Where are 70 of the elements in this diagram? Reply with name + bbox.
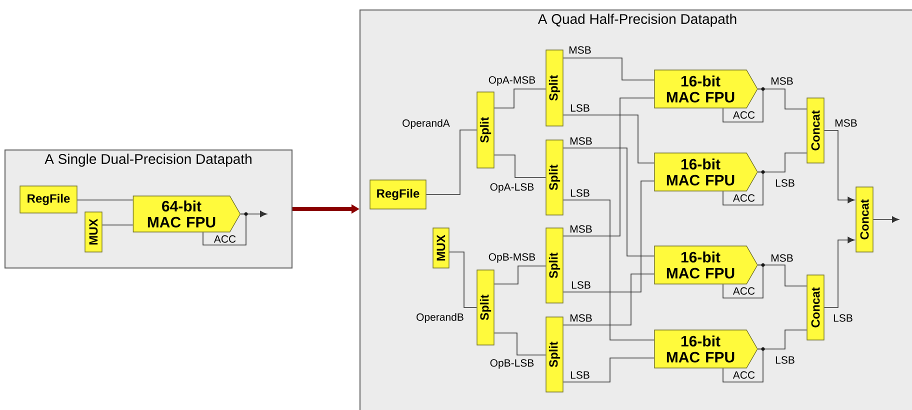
edge-label: MSB [570,225,592,233]
register-file-box: RegFile [20,186,78,214]
block-box: MUX [84,212,102,252]
connector-line [494,332,546,356]
edge-label: LSB [834,314,852,322]
connector-line [494,154,546,178]
connector-line [562,274,655,326]
fpu-block: 16-bit MAC FPU [654,152,758,192]
arrow [824,130,855,204]
edge-label: ACC [732,111,755,119]
edge-label: MSB [570,137,592,145]
connector-line [494,266,546,284]
edge-label: OpA-LSB [490,183,534,193]
edge-label: LSB [776,179,794,187]
edge-label: ACC [732,194,755,202]
arrow [824,236,855,308]
block-box: Concat [806,98,824,164]
connector-line [562,180,655,292]
edge-label: MSB [570,46,591,54]
edge-label: OpB-LSB [490,359,534,369]
edge-label: LSB [572,281,590,289]
connector-line [562,358,655,382]
connector-line [102,224,134,226]
edge-label: MSB [772,254,793,262]
edge-label: OpB-MSB [488,253,536,263]
connector-line [202,214,246,246]
connector-line [758,88,808,110]
edge-label: ACC [214,235,236,243]
edge-label: OperandB [416,313,464,323]
connector-line [562,58,655,80]
edge-label: ACC [732,287,755,295]
block-box: MUX [432,228,450,268]
block-box: Concat [856,186,874,252]
connector-line [562,114,655,164]
connector-line [562,98,655,236]
connector-line [722,264,764,298]
block-box: Split [546,316,564,392]
block-box: Split [546,228,564,304]
block-box: Split [476,270,494,346]
connector-line [758,330,808,350]
edge-label: MSB [836,119,857,127]
edge-label: LSB [570,189,590,197]
fpu-block: 16-bit MAC FPU [654,330,758,368]
edge-label: OpA-MSB [488,76,536,86]
connector-line [426,130,478,195]
fpu-block: 16-bit MAC FPU [654,70,758,108]
fpu-block: 16-bit MAC FPU [654,246,758,284]
edge-label: ACC [732,371,755,379]
connector-line [722,348,764,382]
fpu-block: 64-bit MAC FPU [132,196,241,232]
connector-line [494,88,546,108]
block-box: Concat [806,274,824,340]
connector-line [562,200,655,340]
connector-line [448,252,478,308]
connector-line [562,148,655,256]
block-box: Split [476,92,494,168]
edge-label: MSB [772,77,793,85]
edge-label: OperandA [402,119,450,129]
block-box: Split [546,50,564,126]
edge-label: MSB [570,314,592,322]
register-file-box: RegFile [370,180,426,210]
arrow [872,216,899,223]
connector-line [722,88,764,122]
edge-label: LSB [570,371,590,379]
edge-label: LSB [776,356,794,364]
edge-label: LSB [570,104,590,112]
connector-line [758,264,808,286]
block-box: Split [546,140,564,216]
connector-line [722,172,764,206]
connector-line [758,152,808,172]
